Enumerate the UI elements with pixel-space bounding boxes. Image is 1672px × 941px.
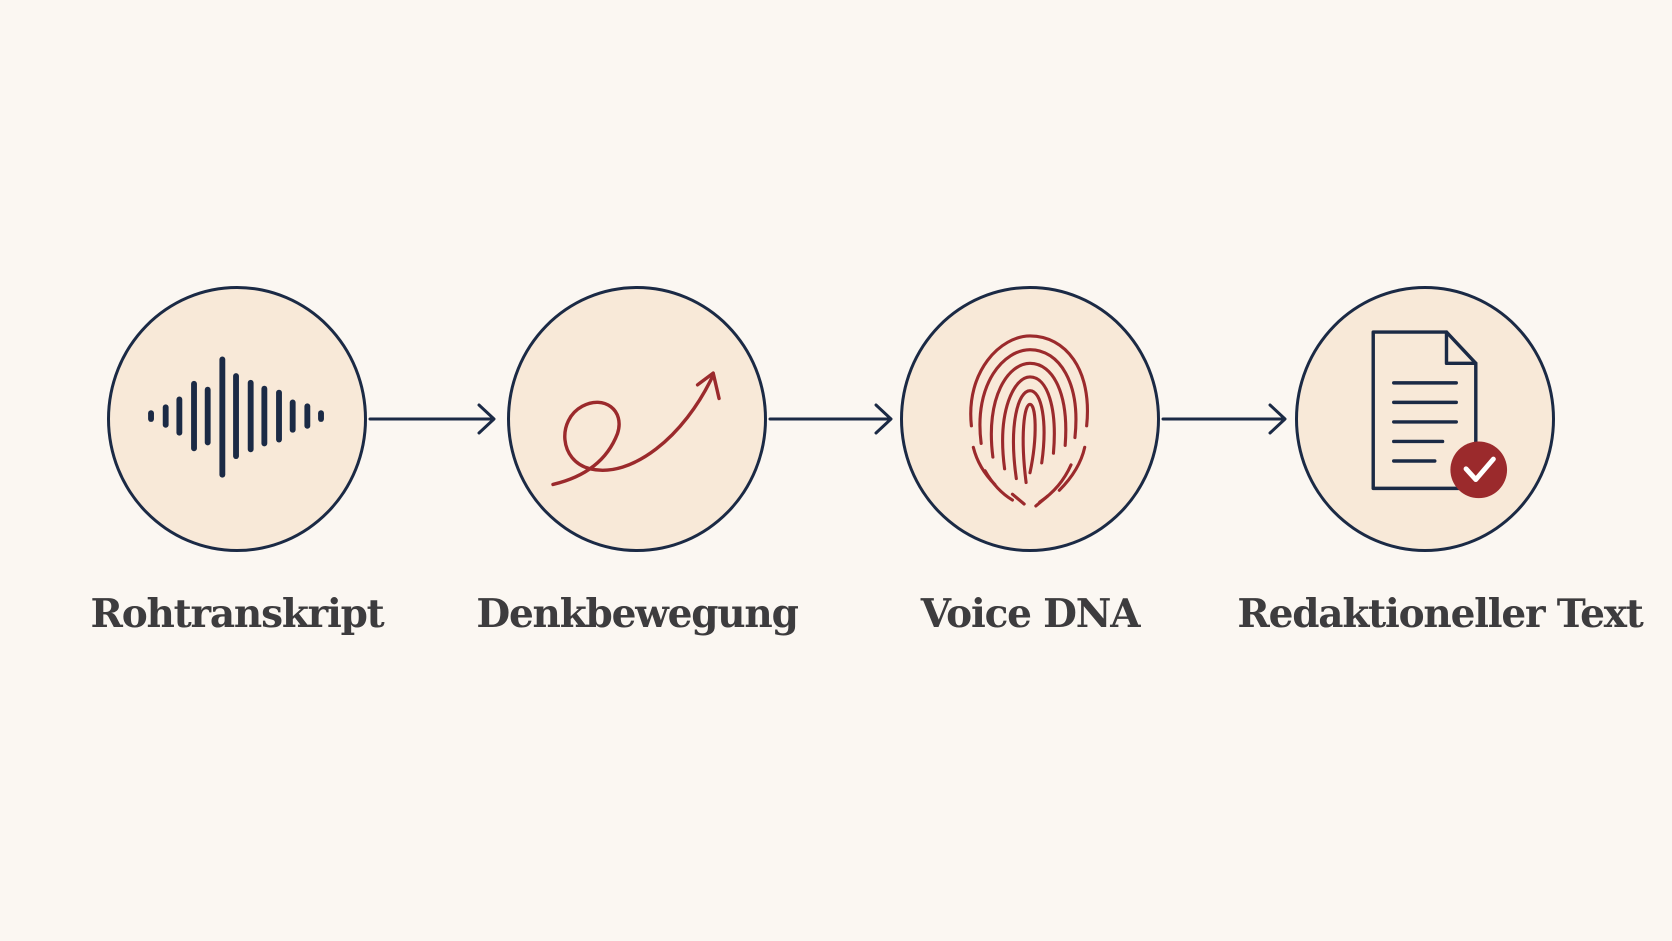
- step-4-label: Redaktioneller Text: [1237, 591, 1643, 637]
- step-2-label: Denkbewegung: [476, 591, 799, 637]
- document-check-icon: [1371, 330, 1508, 499]
- fingerprint-icon: [969, 334, 1090, 508]
- step-1-label: Rohtranskript: [90, 591, 385, 637]
- arrow-1-to-2: [368, 403, 496, 435]
- step-3-label: Voice DNA: [920, 591, 1141, 637]
- step-4-circle: [1295, 286, 1555, 552]
- arrow-2-to-3: [768, 403, 893, 435]
- step-3-circle: [900, 286, 1160, 552]
- check-badge-icon: [1450, 441, 1508, 499]
- arrow-3-to-4: [1161, 403, 1287, 435]
- sound-wave-icon: [148, 356, 324, 478]
- curved-arrow-icon: [551, 371, 721, 487]
- step-2-circle: [507, 286, 767, 552]
- step-1-circle: [107, 286, 367, 552]
